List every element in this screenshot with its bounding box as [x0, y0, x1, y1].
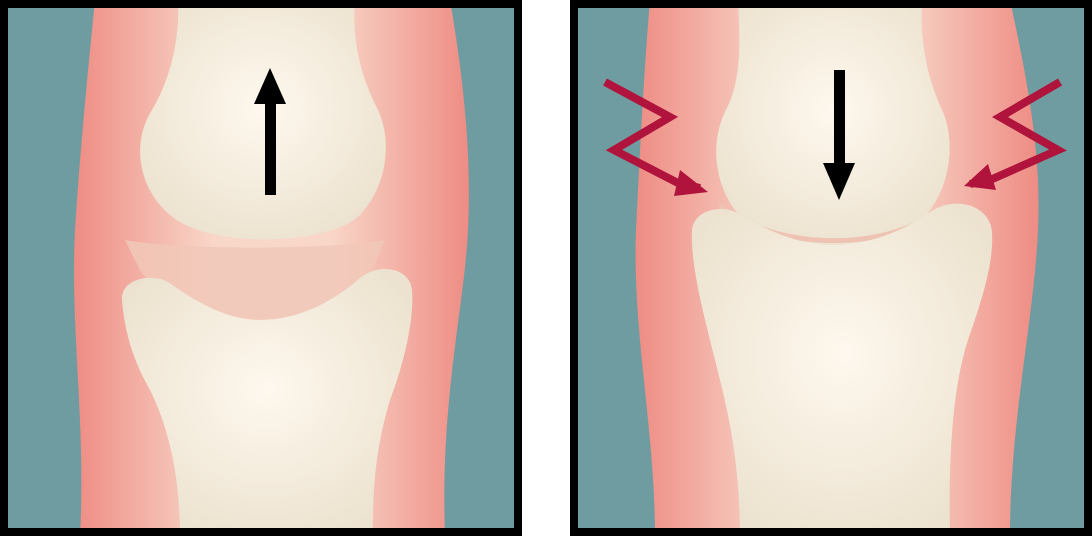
narrowed-joint-panel [570, 0, 1092, 536]
healthy-joint-panel [0, 0, 522, 536]
upper-bone [140, 0, 386, 239]
narrowed-joint-illustration [570, 0, 1092, 536]
healthy-joint-illustration [0, 0, 522, 536]
upper-bone [716, 0, 949, 245]
